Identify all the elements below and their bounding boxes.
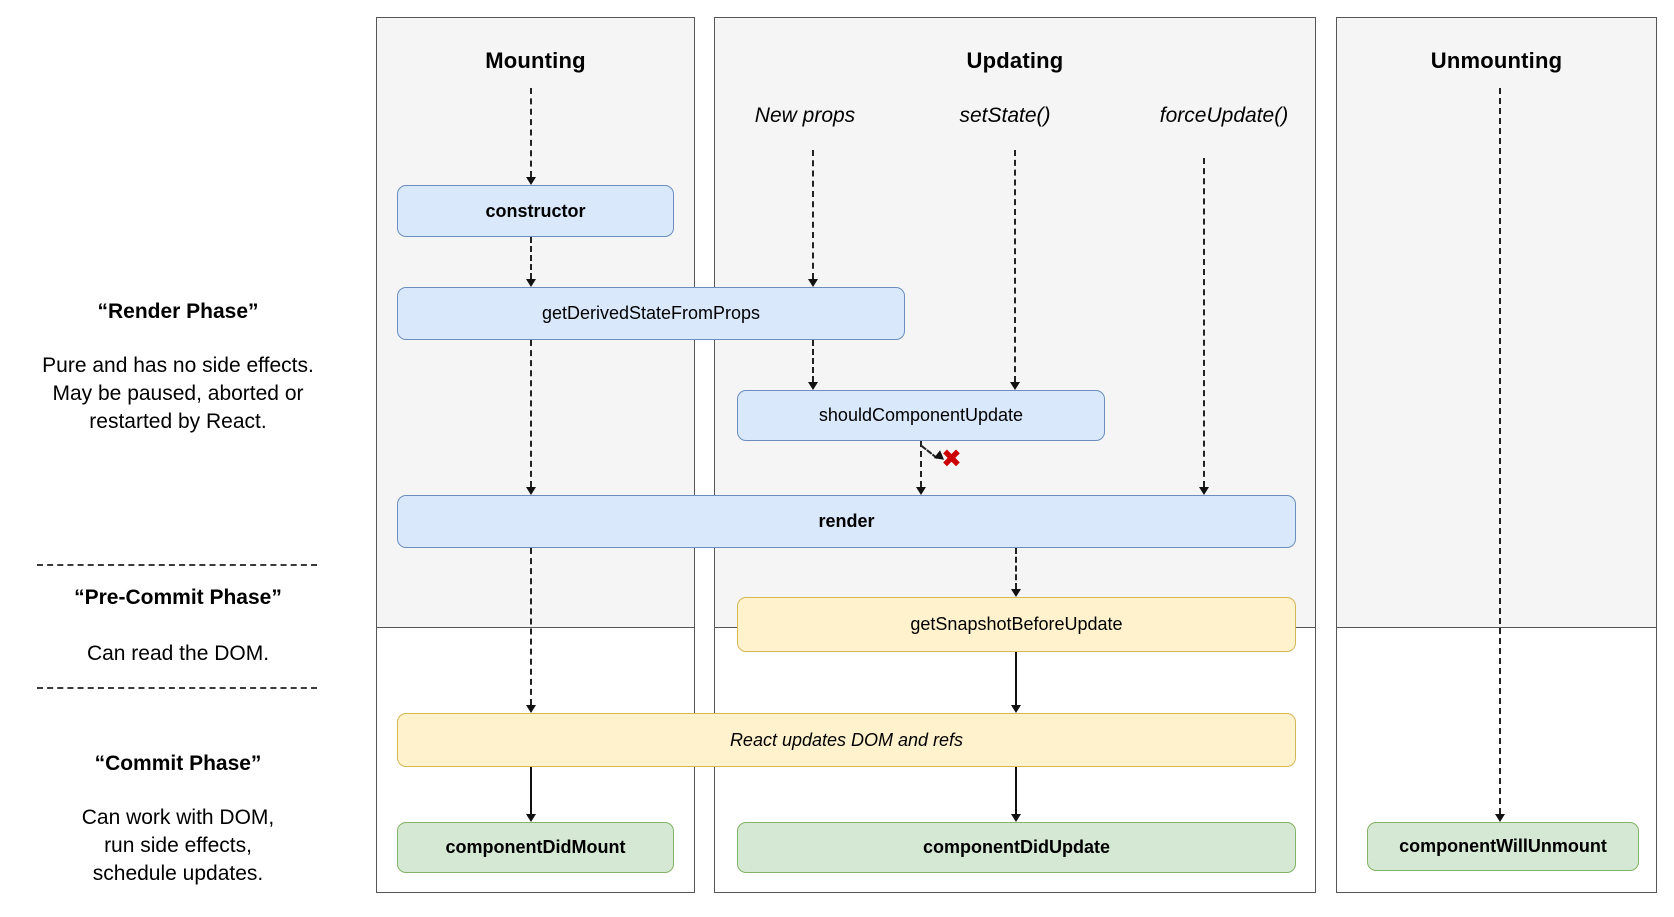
abort-x-icon: ✖ (941, 445, 962, 473)
render-phase-line: May be paused, aborted or (52, 382, 304, 405)
arrow-render-to-reactupdates (530, 548, 532, 705)
commit-phase-line: schedule updates. (92, 862, 264, 885)
node-component-will-unmount: componentWillUnmount (1367, 822, 1639, 871)
node-react-updates-dom-and-refs: React updates DOM and refs (397, 713, 1296, 767)
arrowhead (526, 279, 536, 292)
arrowhead (1010, 382, 1020, 395)
arrowhead (526, 177, 536, 190)
arrowhead (526, 487, 536, 500)
node-component-did-mount: componentDidMount (397, 822, 674, 873)
node-get-derived-state-from-props: getDerivedStateFromProps (397, 287, 905, 340)
render-phase-title: “Render Phase” (97, 300, 259, 323)
node-render: render (397, 495, 1296, 548)
arrow-shouldupdate-to-render (920, 441, 922, 487)
arrow-newprops-to-getderivedstate (812, 150, 814, 279)
commit-phase-line: run side effects, (104, 834, 252, 857)
commit-phase-line: Can work with DOM, (81, 806, 275, 829)
render-phase-description: Pure and has no side effects. May be pau… (18, 352, 338, 436)
node-get-snapshot-before-update: getSnapshotBeforeUpdate (737, 597, 1296, 652)
arrowhead (526, 814, 536, 827)
arrowhead (808, 382, 818, 395)
pre-commit-phase-title: “Pre-Commit Phase” (74, 586, 282, 609)
render-phase-line: Pure and has no side effects. (42, 354, 314, 377)
node-constructor: constructor (397, 185, 674, 237)
arrow-getsnapshot-to-reactupdates (1015, 652, 1017, 705)
render-phase-line: restarted by React. (89, 410, 267, 433)
arrowhead (916, 487, 926, 500)
node-should-component-update: shouldComponentUpdate (737, 390, 1105, 441)
arrow-getderivedstate-to-render (530, 340, 532, 487)
arrow-unmounting-to-willunmount (1499, 88, 1501, 814)
arrowhead (526, 705, 536, 718)
column-title-unmounting: Unmounting (1430, 48, 1563, 73)
arrow-setstate-to-shouldupdate (1014, 150, 1016, 382)
arrowhead (1011, 589, 1021, 602)
arrow-reactupdates-to-didmount (530, 767, 532, 814)
arrow-reactupdates-to-didupdate (1015, 767, 1017, 814)
arrowhead (1495, 814, 1505, 827)
arrow-render-to-getsnapshot (1015, 548, 1017, 589)
column-title-updating: Updating (966, 48, 1064, 73)
column-title-mounting: Mounting (485, 48, 586, 73)
arrowhead (1199, 487, 1209, 500)
arrow-mounting-start (530, 88, 532, 177)
trigger-label-new-props: New props (754, 104, 856, 127)
pre-commit-phase-description: Can read the DOM. (18, 640, 338, 668)
phase-divider-bottom (37, 687, 317, 689)
arrowhead (1011, 814, 1021, 827)
arrow-getderivedstate-to-shouldupdate (812, 340, 814, 382)
phase-divider-top (37, 564, 317, 566)
panel-unmounting: Unmounting (1336, 17, 1657, 893)
arrow-forceupdate-to-render (1203, 158, 1205, 487)
node-component-did-update: componentDidUpdate (737, 822, 1296, 873)
arrowhead (808, 279, 818, 292)
trigger-label-setstate: setState() (959, 104, 1051, 127)
trigger-label-forceupdate: forceUpdate() (1159, 104, 1289, 127)
commit-phase-description: Can work with DOM, run side effects, sch… (18, 804, 338, 888)
commit-phase-title: “Commit Phase” (94, 752, 262, 775)
pre-commit-phase-line: Can read the DOM. (86, 642, 270, 665)
arrowhead (1011, 705, 1021, 718)
panel-unmounting-render-phase-area (1337, 18, 1656, 628)
arrow-constructor-to-getderivedstate (530, 237, 532, 279)
